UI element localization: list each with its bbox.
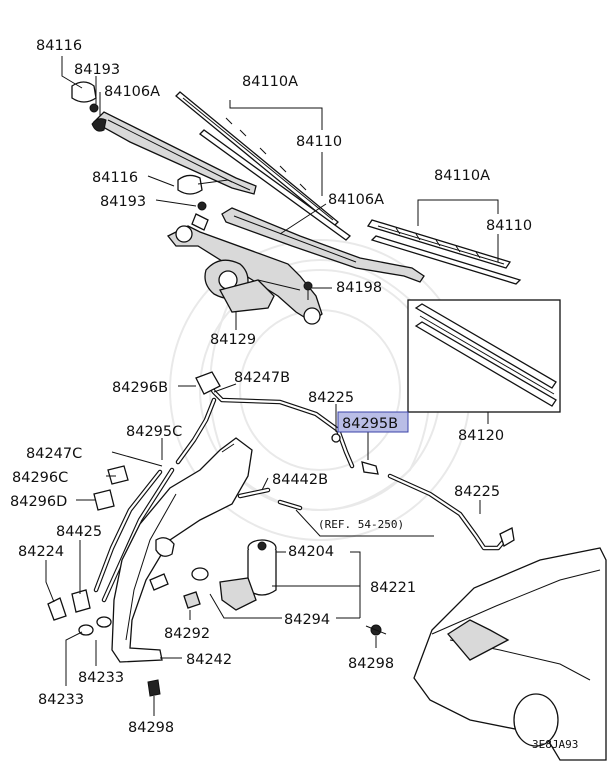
label-84110a-right: 84110A: [434, 168, 490, 184]
label-84221: 84221: [370, 580, 416, 596]
label-ref-54-250: (REF. 54-250): [318, 518, 404, 531]
grommet-84292: [183, 591, 201, 609]
label-84110-right: 84110: [486, 218, 532, 234]
right-wiper-arm: [221, 207, 425, 283]
left-wiper-arm: [91, 111, 257, 195]
label-84298-right: 84298: [348, 656, 394, 672]
arm-cap-mid: [177, 174, 251, 211]
label-84233-b: 84233: [38, 692, 84, 708]
clip-84296C: [107, 465, 129, 485]
hose-joint-84295B: [331, 433, 379, 475]
label-84120: 84120: [458, 428, 504, 444]
label-84247c: 84247C: [26, 446, 82, 462]
label-84242: 84242: [186, 652, 232, 668]
clip-84296D: [93, 489, 115, 511]
bolt-84298-right: [365, 624, 387, 636]
label-84233-a: 84233: [78, 670, 124, 686]
washer-hose-84247B: [175, 377, 355, 469]
label-84116-top: 84116: [36, 38, 82, 54]
label-84247b: 84247B: [234, 370, 290, 386]
label-84295c: 84295C: [126, 424, 182, 440]
blade-refill-box: [407, 299, 561, 413]
label-84224: 84224: [18, 544, 64, 560]
washer-reservoir: [111, 437, 253, 663]
label-84294: 84294: [284, 612, 330, 628]
label-84116-mid: 84116: [92, 170, 138, 186]
label-84425: 84425: [56, 524, 102, 540]
label-84296d: 84296D: [10, 494, 67, 510]
grommet-84233: [78, 616, 112, 636]
vehicle-outline: [413, 547, 607, 761]
label-84129: 84129: [210, 332, 256, 348]
washer-hose-84247C: [93, 467, 175, 603]
label-84193-mid: 84193: [100, 194, 146, 210]
hose-84442B: [237, 487, 303, 511]
leader-lines: [45, 56, 499, 716]
bolt-84198: [303, 281, 313, 300]
washer-nozzle-84224: [47, 589, 91, 621]
label-84298-bottom: 84298: [128, 720, 174, 736]
label-84295b[interactable]: 84295B: [342, 416, 398, 432]
label-84198: 84198: [336, 280, 382, 296]
label-84193-top: 84193: [74, 62, 120, 78]
label-84106a-right: 84106A: [328, 192, 384, 208]
right-wiper-blade: [366, 219, 522, 285]
label-84110a-top: 84110A: [242, 74, 298, 90]
label-84296b: 84296B: [112, 380, 168, 396]
washer-hose-84225: [387, 473, 515, 551]
label-84296c: 84296C: [12, 470, 68, 486]
wiper-linkage: [166, 213, 323, 325]
clip-84296B: [195, 371, 221, 395]
bolt-84298-bottom: [147, 679, 161, 706]
part-labels: 84116 84193 84106A 84110A 84110 84116 84…: [10, 38, 578, 751]
label-84442b: 84442B: [272, 472, 328, 488]
highlight-box-84295b: [337, 411, 409, 433]
arm-cap-top: [71, 81, 99, 113]
label-84106a-left: 84106A: [104, 84, 160, 100]
diagram-code: 3E8JA93: [532, 738, 578, 751]
washer-pump: [191, 539, 277, 611]
label-84204: 84204: [288, 544, 334, 560]
label-84225-right: 84225: [454, 484, 500, 500]
label-84292: 84292: [164, 626, 210, 642]
label-84225-top: 84225: [308, 390, 354, 406]
label-84110-top: 84110: [296, 134, 342, 150]
